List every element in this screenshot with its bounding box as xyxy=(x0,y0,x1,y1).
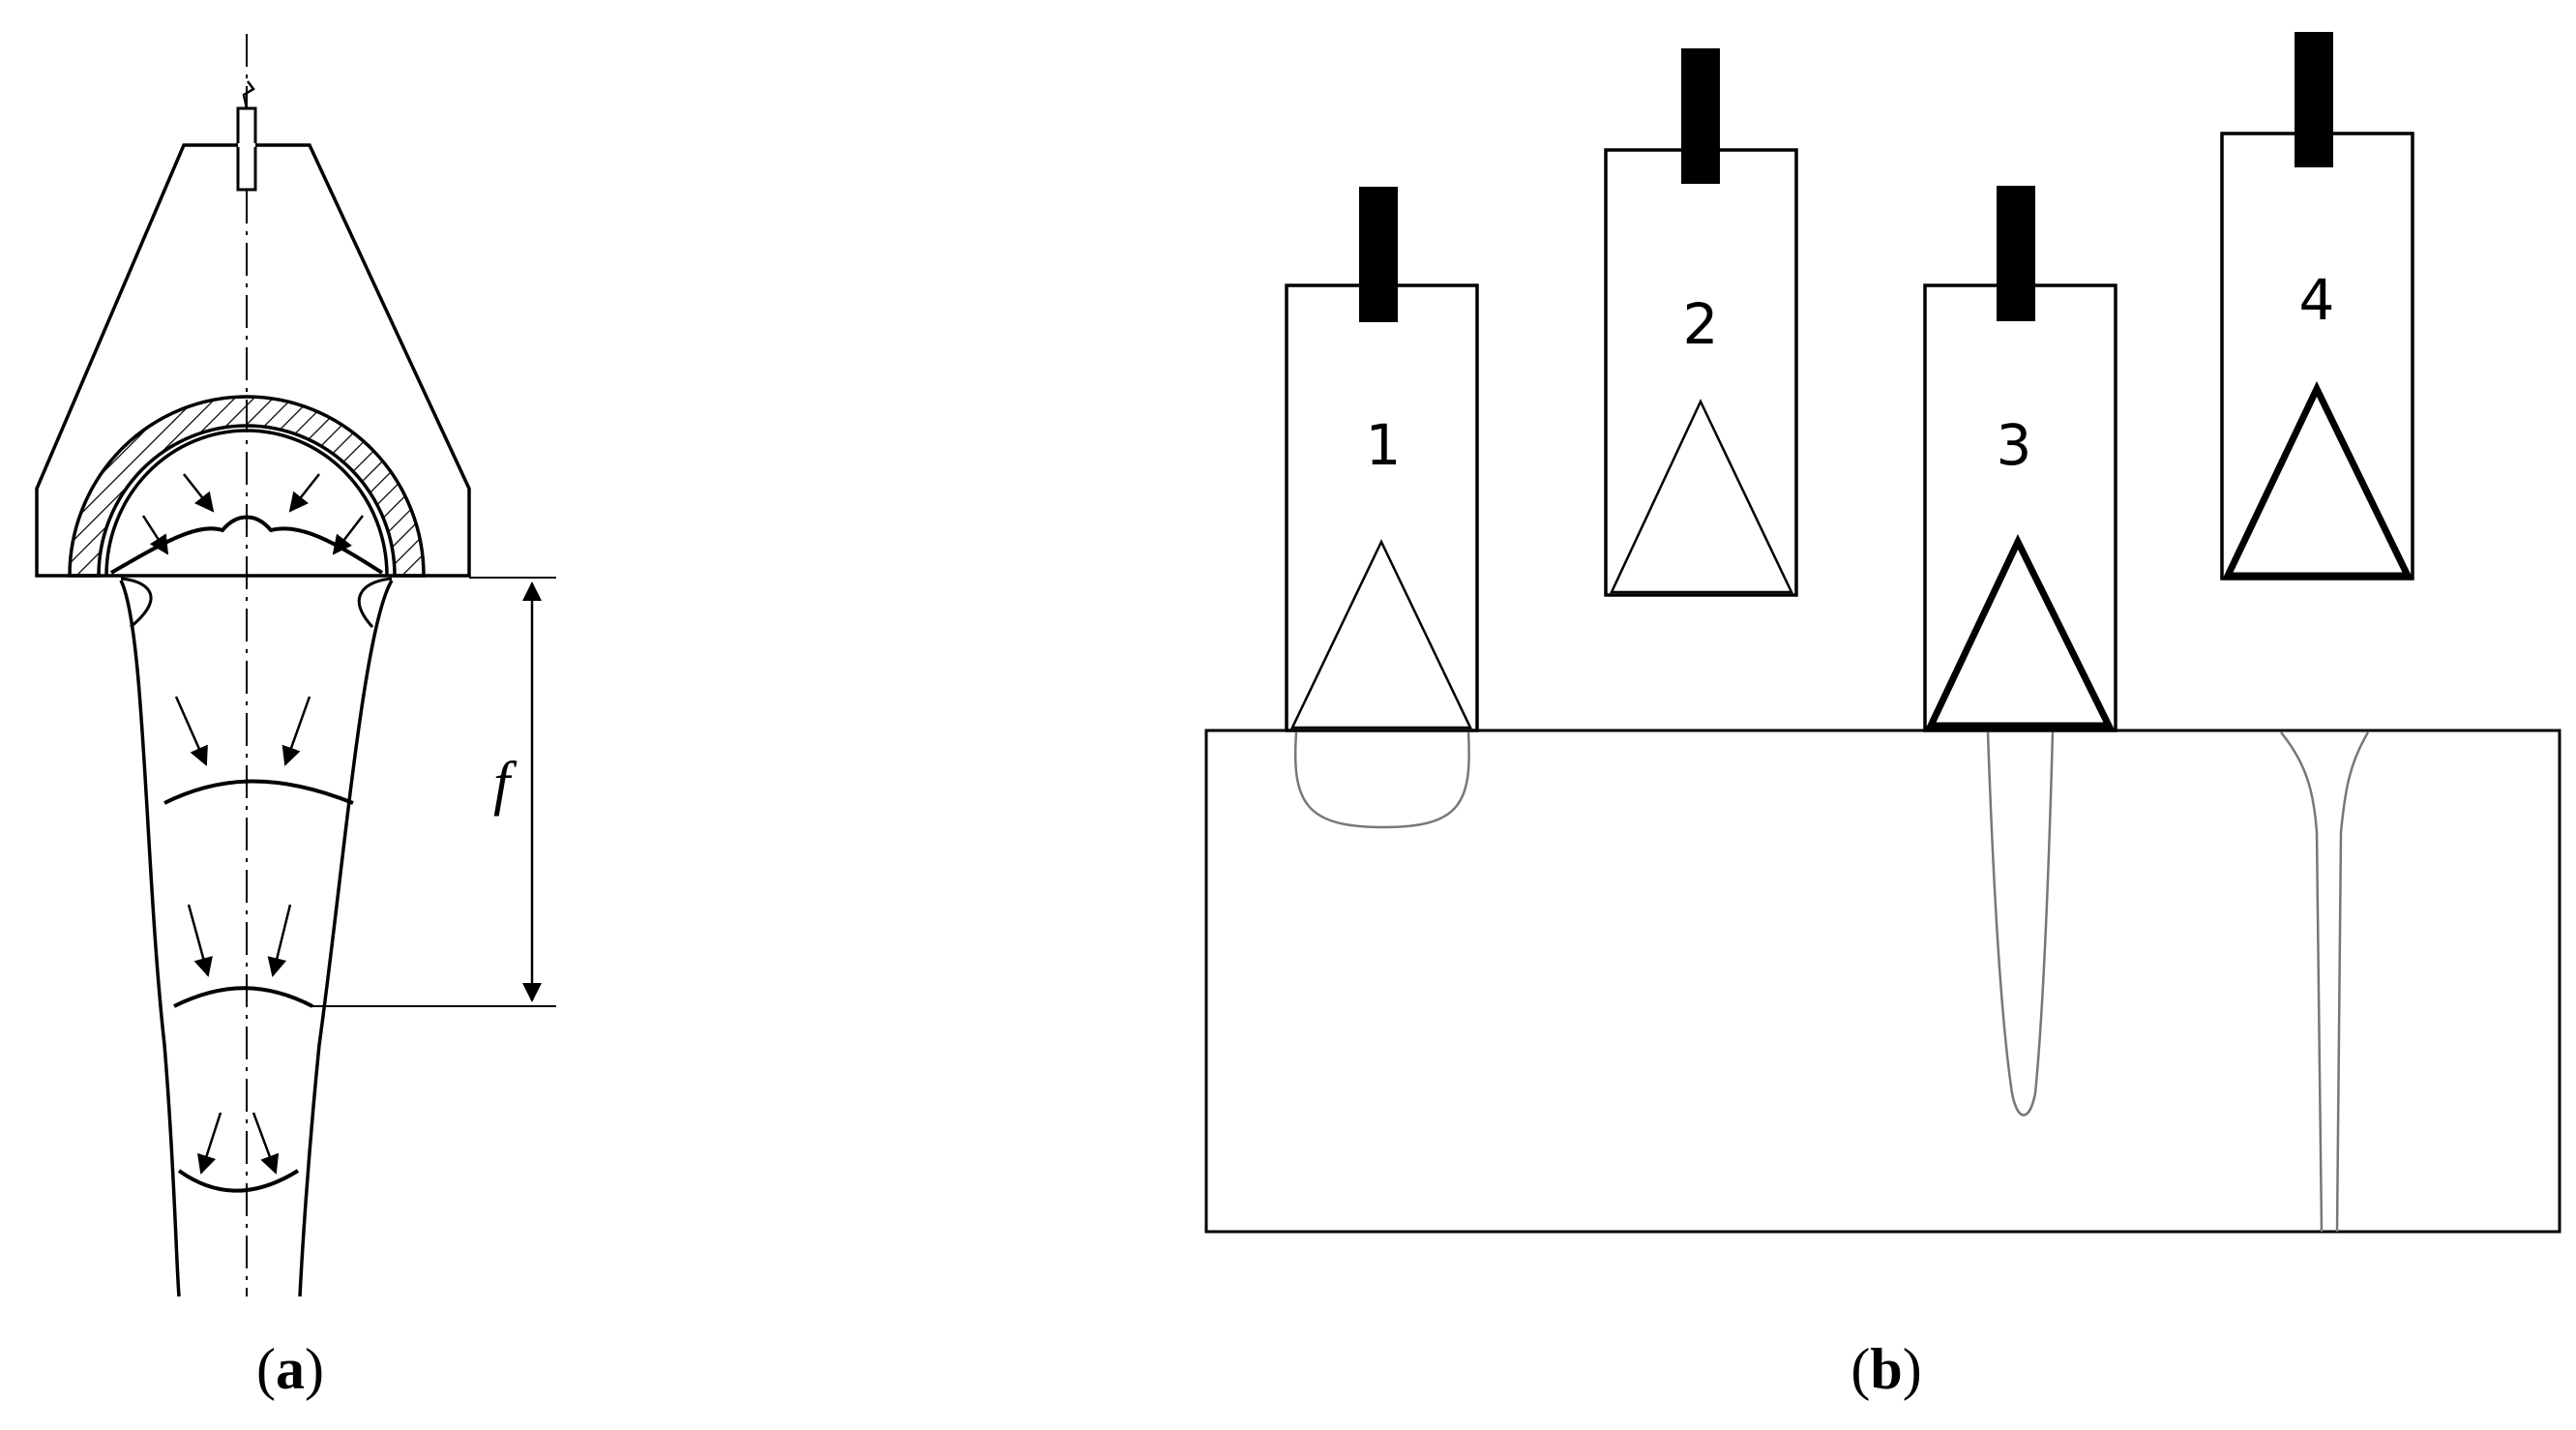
weld-pool-1 xyxy=(1293,731,1470,829)
workpiece-plate xyxy=(1204,729,2561,1234)
panel-a-plasma-torch-diagram: f (a) xyxy=(35,34,556,1401)
caption-b: (b) xyxy=(1851,1337,1921,1401)
panel-b-weld-penetration-diagram: 1 2 3 4 (b) xyxy=(1204,32,2561,1401)
beam-cone-2 xyxy=(1610,399,1793,594)
arc-front-dome xyxy=(109,515,384,575)
probe-2: 2 xyxy=(1604,48,1798,597)
beam-cone-4 xyxy=(2222,380,2413,580)
electrode-lead xyxy=(242,80,255,109)
weld-pool-3 xyxy=(1986,731,2055,1117)
nozzle-dome-hatched xyxy=(68,395,426,578)
probe-label-2: 2 xyxy=(1683,291,1719,357)
nozzle-body xyxy=(35,143,471,578)
front-curve-2 xyxy=(173,986,313,1008)
beam-cone-1 xyxy=(1290,539,1472,730)
beam-cone-3 xyxy=(1925,533,2115,730)
probe-label-3: 3 xyxy=(1997,412,2032,478)
front-curve-1 xyxy=(163,779,354,805)
plasma-jet-right-edge xyxy=(298,580,394,1297)
caption-a: (a) xyxy=(256,1337,324,1401)
front-curve-3 xyxy=(177,1169,300,1193)
probe-1: 1 xyxy=(1285,187,1479,732)
probe-4: 4 xyxy=(2220,32,2414,581)
weld-pool-4 xyxy=(2280,731,2370,1233)
plasma-jet-left-edge xyxy=(119,580,181,1297)
probe-label-4: 4 xyxy=(2299,267,2335,333)
probe-3: 3 xyxy=(1923,186,2117,732)
probe-label-1: 1 xyxy=(1366,412,1402,478)
electrode xyxy=(236,106,257,192)
nozzle-inner-dome xyxy=(104,429,389,577)
dimension-label-f: f xyxy=(493,751,518,817)
